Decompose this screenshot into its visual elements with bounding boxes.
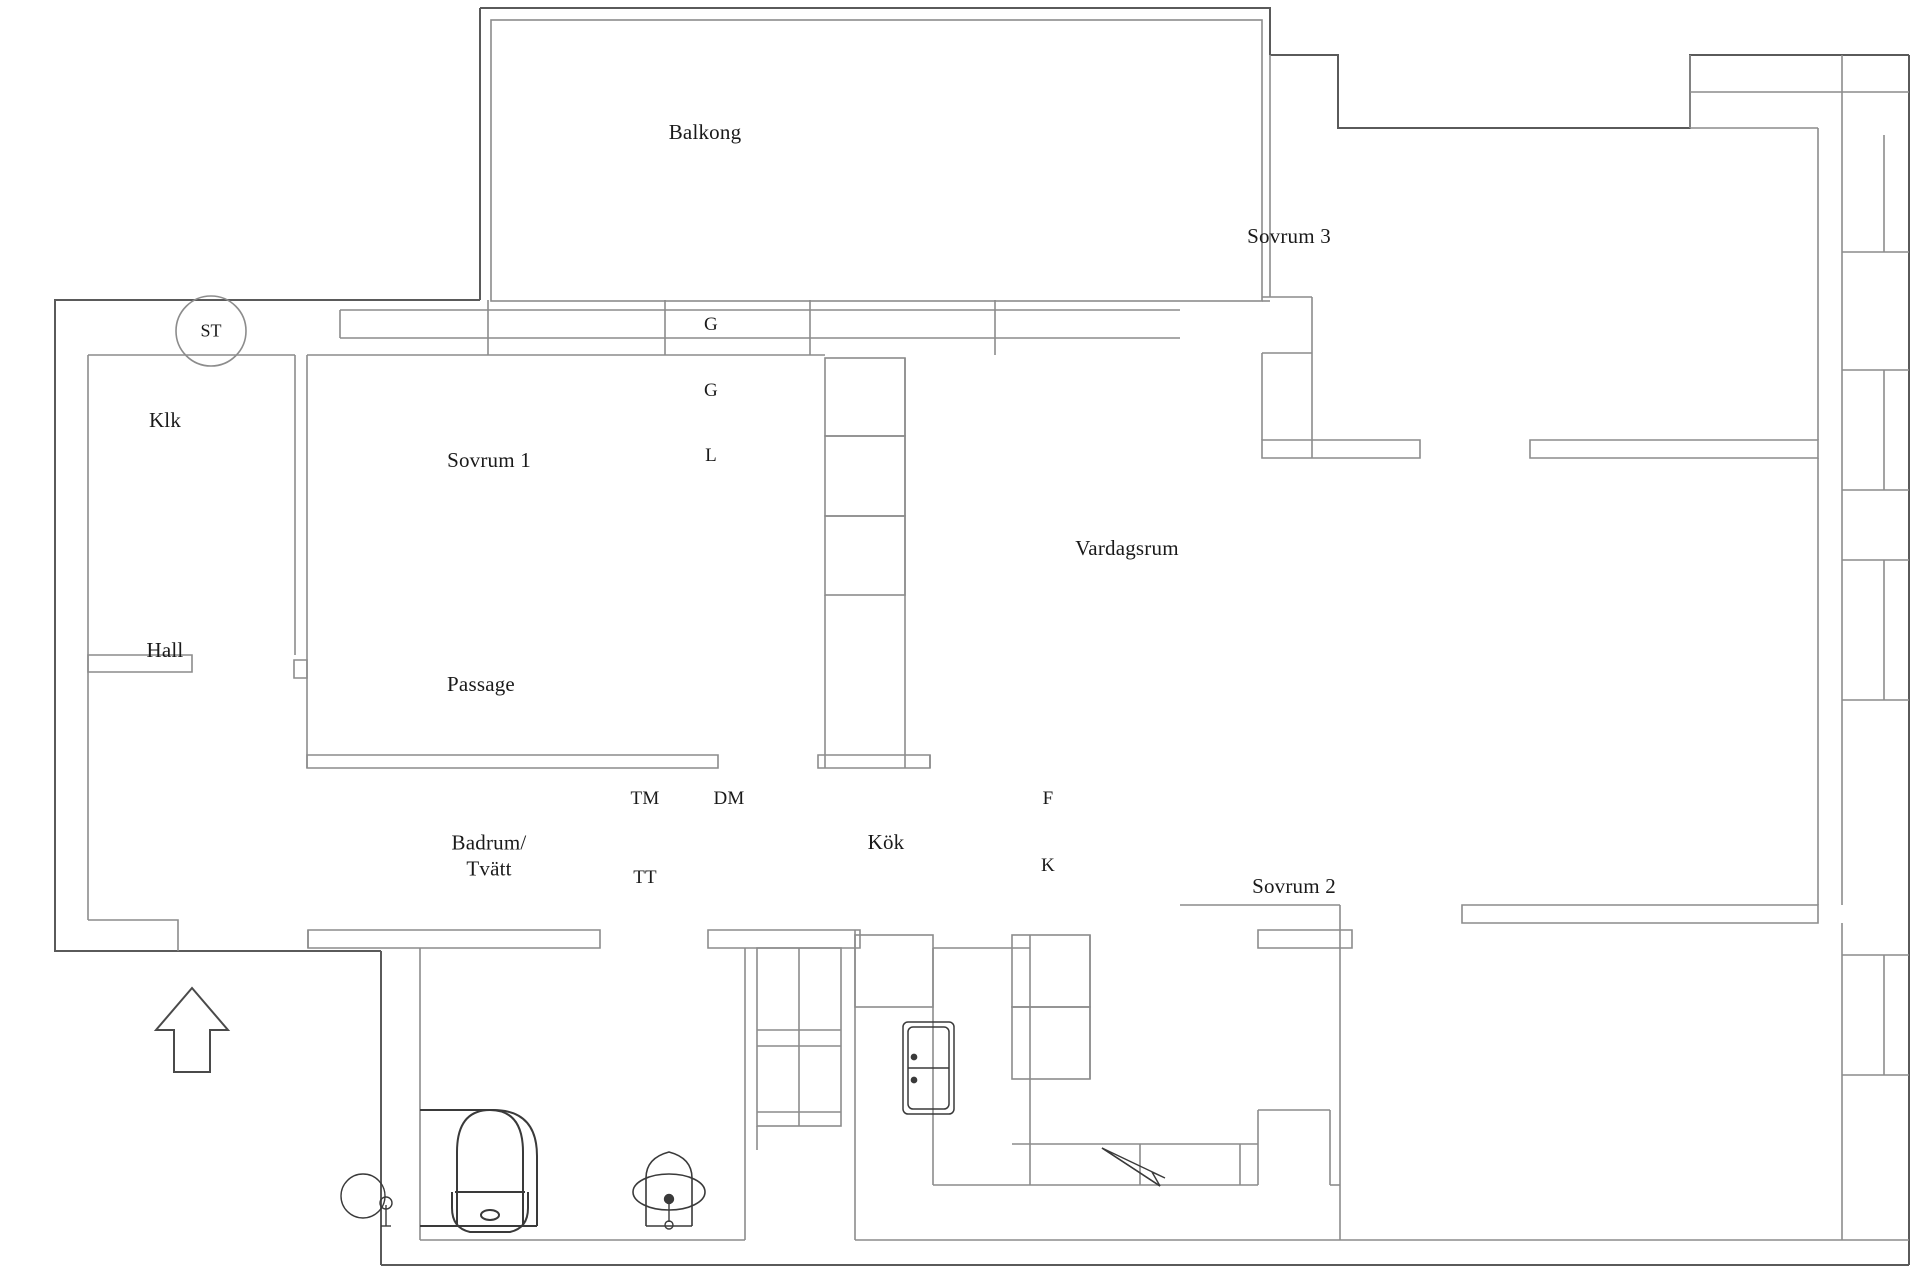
exterior-window-band-top [339, 300, 1180, 355]
corner-cabinet-icon [1101, 1147, 1166, 1187]
kitchen-sink-icon [902, 1021, 955, 1115]
label-g-2: G [704, 380, 718, 401]
label-dm: DM [713, 788, 745, 809]
sovrum3-walls [1690, 127, 1819, 300]
room-label-sovrum1: Sovrum 1 [447, 448, 531, 473]
passage-lower-walls [307, 929, 1353, 949]
balcony-outline [479, 7, 1271, 302]
room-label-hall: Hall [146, 638, 184, 663]
room-label-badrum: Badrum/ Tvätt [451, 830, 527, 880]
kitchen-walls [854, 930, 1340, 1241]
laundry-column [756, 947, 842, 1150]
room-label-kok: Kök [867, 830, 905, 855]
label-st: ST [200, 320, 222, 341]
room-label-sovrum2: Sovrum 2 [1252, 874, 1336, 899]
room-label-passage: Passage [447, 672, 515, 697]
badrum-walls [419, 948, 746, 1241]
shower-drain-icon [340, 1173, 386, 1219]
sovrum1-walls [293, 354, 931, 769]
room-label-vardagsrum: Vardagsrum [1075, 536, 1179, 561]
closet-column [824, 357, 906, 768]
vardagsrum-walls [1180, 55, 1819, 1240]
label-tm: TM [630, 788, 660, 809]
shower-mixer-icon [379, 1196, 393, 1227]
label-f: F [1042, 788, 1054, 809]
room-label-balkong: Balkong [668, 120, 742, 145]
label-tt: TT [633, 867, 657, 888]
label-g-1: G [704, 314, 718, 335]
entrance-arrow-icon [153, 986, 231, 1073]
toilet-icon [451, 1108, 529, 1233]
exterior-window-band-right [1689, 55, 1909, 1241]
label-l: L [705, 445, 717, 466]
label-k: K [1041, 855, 1055, 876]
washbasin-tap-icon [663, 1193, 675, 1230]
klk-hall-walls [87, 354, 296, 951]
fridge-column [1011, 934, 1091, 1080]
room-label-klk: Klk [148, 408, 182, 433]
room-label-sovrum3: Sovrum 3 [1247, 224, 1331, 249]
st-circle-icon [175, 295, 247, 367]
building-outer-wall [54, 54, 1910, 1266]
